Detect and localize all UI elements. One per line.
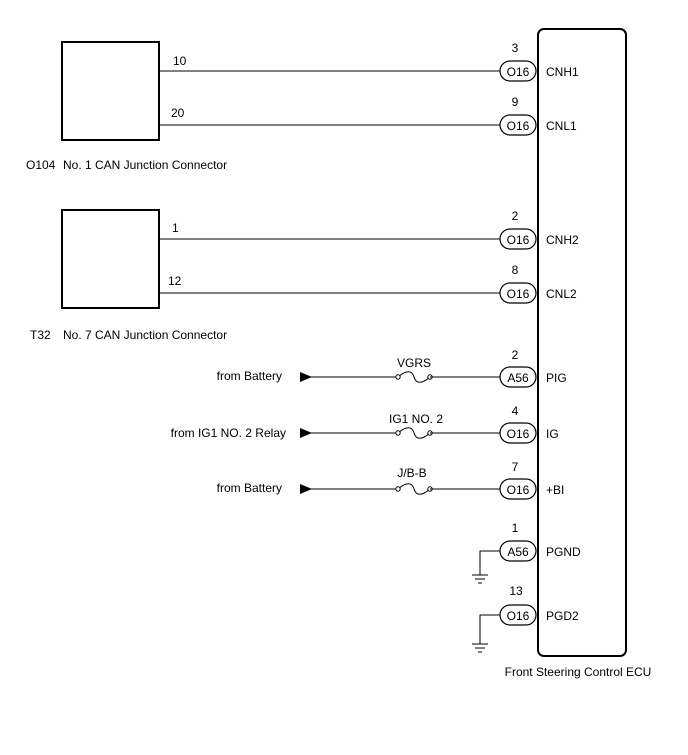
connector-code: A56 bbox=[507, 371, 529, 385]
t32-pin-1: 1 bbox=[172, 221, 179, 235]
signal-cnh1: CNH1 bbox=[546, 65, 579, 79]
connector-code: O16 bbox=[507, 287, 530, 301]
signal-cnl1: CNL1 bbox=[546, 119, 577, 133]
ecu-pin-pgnd: 1 bbox=[512, 521, 519, 535]
ecu-pin-cnl2: 8 bbox=[512, 263, 519, 277]
t32-code: T32 bbox=[30, 328, 51, 342]
signal-ig: IG bbox=[546, 427, 559, 441]
ground-icon bbox=[472, 643, 488, 653]
power-wire-bi: from Battery J/B-B 7 O16 +BI bbox=[217, 460, 564, 500]
connector-oval bbox=[499, 478, 537, 500]
connector-oval bbox=[499, 60, 537, 82]
connector-code: O16 bbox=[507, 427, 530, 441]
o104-connector-box bbox=[61, 41, 160, 141]
fuse-label-ig1: IG1 NO. 2 bbox=[389, 412, 443, 426]
can-wire-cnl1: 20 9 O16 CNL1 bbox=[159, 95, 577, 136]
signal-cnl2: CNL2 bbox=[546, 287, 577, 301]
connector-code: O16 bbox=[507, 119, 530, 133]
t32-connector-box bbox=[61, 209, 160, 309]
ecu-pin-ig: 4 bbox=[512, 404, 519, 418]
ground-icon bbox=[472, 574, 488, 584]
ecu-pin-cnh2: 2 bbox=[512, 209, 519, 223]
fuse-label-jbb: J/B-B bbox=[397, 466, 426, 480]
connector-oval bbox=[499, 228, 537, 250]
ecu-pin-pig: 2 bbox=[512, 348, 519, 362]
power-wire-ig: from IG1 NO. 2 Relay IG1 NO. 2 4 O16 IG bbox=[171, 404, 559, 444]
connector-oval bbox=[499, 422, 537, 444]
connector-code: O16 bbox=[507, 609, 530, 623]
ecu-name: Front Steering Control ECU bbox=[505, 665, 652, 679]
connector-oval bbox=[499, 604, 537, 626]
connector-oval bbox=[499, 366, 537, 388]
fuse-icon bbox=[397, 483, 431, 495]
source-label: from IG1 NO. 2 Relay bbox=[171, 426, 286, 440]
fuse-icon bbox=[397, 427, 431, 439]
signal-cnh2: CNH2 bbox=[546, 233, 579, 247]
ground-wire-pgd2: 13 O16 PGD2 bbox=[472, 584, 579, 653]
signal-bi: +BI bbox=[546, 483, 564, 497]
connector-oval bbox=[499, 540, 537, 562]
power-wire-pig: from Battery VGRS 2 A56 PIG bbox=[217, 348, 567, 388]
connector-oval bbox=[499, 114, 537, 136]
ecu-pin-bi: 7 bbox=[512, 460, 519, 474]
ecu-pin-cnh1: 3 bbox=[512, 41, 519, 55]
connector-code: O16 bbox=[507, 233, 530, 247]
connector-oval bbox=[499, 282, 537, 304]
signal-pgd2: PGD2 bbox=[546, 609, 579, 623]
o104-pin-20: 20 bbox=[171, 106, 185, 120]
fuse-label-vgrs: VGRS bbox=[397, 356, 431, 370]
source-label: from Battery bbox=[217, 369, 282, 383]
ecu-box bbox=[537, 28, 627, 657]
t32-name: No. 7 CAN Junction Connector bbox=[63, 328, 227, 342]
can-wire-cnl2: 12 8 O16 CNL2 bbox=[159, 263, 577, 304]
o104-name: No. 1 CAN Junction Connector bbox=[63, 158, 227, 172]
ecu-pin-cnl1: 9 bbox=[512, 95, 519, 109]
o104-code: O104 bbox=[26, 158, 56, 172]
connector-code: A56 bbox=[507, 545, 529, 559]
source-label: from Battery bbox=[217, 481, 282, 495]
connector-code: O16 bbox=[507, 65, 530, 79]
connector-code: O16 bbox=[507, 483, 530, 497]
t32-pin-12: 12 bbox=[168, 274, 182, 288]
o104-pin-10: 10 bbox=[173, 54, 187, 68]
can-wire-cnh1: 10 3 O16 CNH1 bbox=[159, 41, 579, 82]
ground-wire-pgnd: 1 A56 PGND bbox=[472, 521, 581, 584]
ecu-pin-pgd2: 13 bbox=[509, 584, 523, 598]
signal-pgnd: PGND bbox=[546, 545, 581, 559]
can-wire-cnh2: 1 2 O16 CNH2 bbox=[159, 209, 579, 250]
signal-pig: PIG bbox=[546, 371, 567, 385]
fuse-icon bbox=[397, 371, 431, 383]
